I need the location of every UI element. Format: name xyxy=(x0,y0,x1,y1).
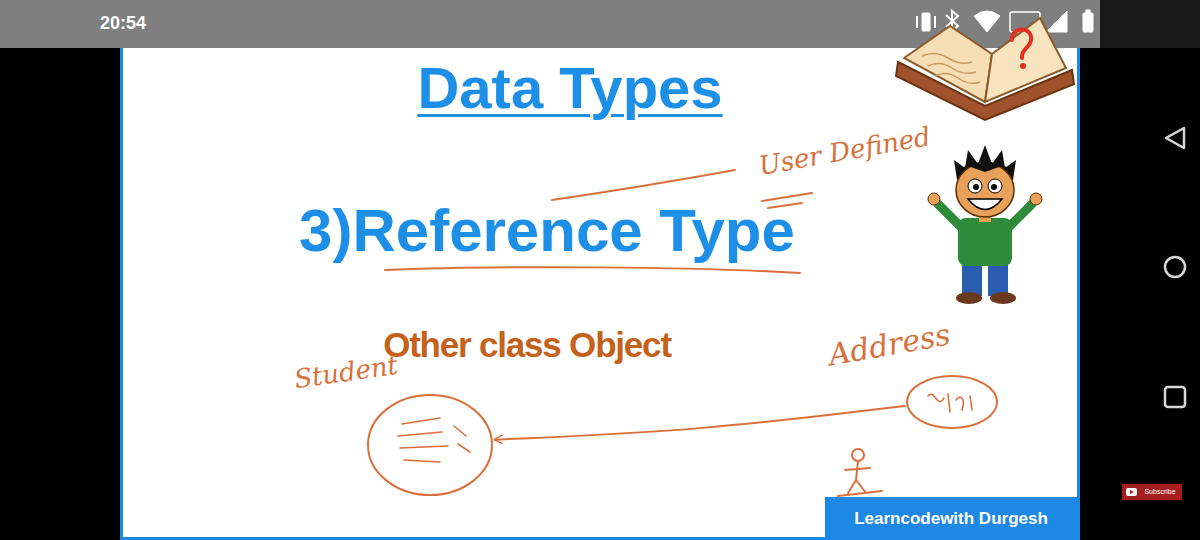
object-name: Student xyxy=(292,351,399,395)
channel-banner xyxy=(825,497,1078,540)
character-hand xyxy=(1030,193,1042,205)
status-time: 20:54 xyxy=(100,13,146,34)
nav-back xyxy=(1166,128,1184,148)
object-circle: Address xyxy=(820,326,1005,438)
subscribe-logo-play xyxy=(1130,490,1134,494)
slide-ground xyxy=(121,0,1079,540)
section-heading: 3)Reference Type xyxy=(299,196,795,265)
character-shirt xyxy=(958,218,1012,266)
scribble-mark xyxy=(970,396,972,410)
object-name: Address xyxy=(826,318,953,373)
reference-arrow xyxy=(495,406,905,440)
object-ellipse xyxy=(368,395,492,495)
hand-leader-line xyxy=(552,170,735,200)
scribble-mark xyxy=(948,394,950,412)
subscribe-logo xyxy=(1126,488,1137,496)
cartoon-character xyxy=(928,145,1042,304)
nav-home xyxy=(1165,257,1185,277)
battery-icon xyxy=(1083,13,1093,32)
book-lines xyxy=(922,53,980,83)
scribble-mark xyxy=(400,446,448,448)
object-circle: Student xyxy=(290,356,500,500)
scribble-mark xyxy=(398,432,442,436)
character-eye xyxy=(988,179,1002,193)
character-pupil xyxy=(991,184,997,190)
character-hand xyxy=(928,193,940,205)
vibrate-ticks xyxy=(917,16,935,28)
object-ellipse xyxy=(907,376,997,428)
character-hair xyxy=(957,160,1013,178)
connector-group xyxy=(495,406,905,440)
scribble-mark xyxy=(928,394,944,401)
subscribe-button xyxy=(1122,484,1182,500)
wifi-icon xyxy=(974,11,1000,32)
character-smile xyxy=(968,199,1002,210)
character-pupil xyxy=(973,184,979,190)
status-icons xyxy=(917,10,1093,32)
channel-banner-text: Learncodewith Durgesh xyxy=(854,509,1048,529)
subheading: Other class Object xyxy=(383,325,671,365)
scribble-mark xyxy=(402,418,440,424)
battery-tip xyxy=(1086,10,1090,13)
scribble-mark xyxy=(458,444,470,452)
character-shoe xyxy=(956,292,982,304)
stick-figure xyxy=(838,449,882,496)
stick-body xyxy=(838,461,882,496)
slide-border xyxy=(122,2,1079,539)
scribble-mark xyxy=(404,460,440,462)
hand-underline xyxy=(385,267,800,273)
question-mark xyxy=(1012,30,1031,59)
nav-recents xyxy=(1165,387,1185,407)
book-illustration xyxy=(896,18,1074,120)
handwritten-note: User Defined xyxy=(757,122,933,182)
scribble-mark xyxy=(956,397,963,410)
slide-title: Data Types xyxy=(417,55,722,122)
signal-icon xyxy=(1046,11,1067,32)
scribble-mark xyxy=(454,426,466,436)
book-page xyxy=(904,26,992,102)
subscribe-text: Subscribe xyxy=(1144,488,1175,496)
vibrate-icon xyxy=(922,13,930,31)
character-eye xyxy=(968,179,982,193)
question-dot xyxy=(1020,63,1026,69)
character-shoe xyxy=(990,292,1016,304)
book-page xyxy=(985,18,1066,102)
stick-head xyxy=(852,449,864,461)
status-bar-end xyxy=(1100,0,1200,48)
